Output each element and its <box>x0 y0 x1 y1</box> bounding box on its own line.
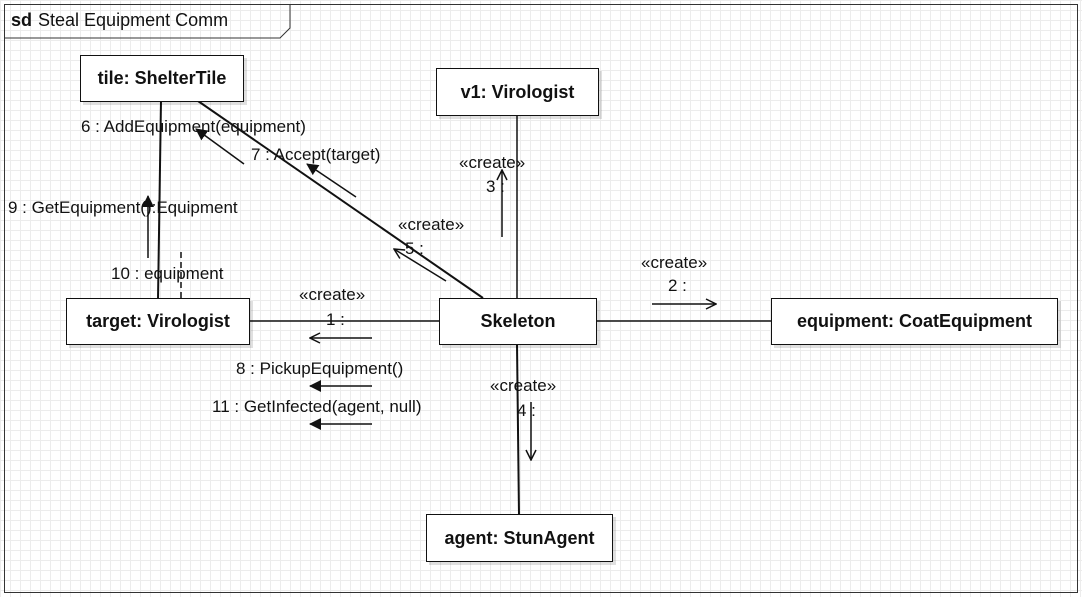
object-target-virologist[interactable]: target: Virologist <box>66 298 250 345</box>
object-v1-virologist[interactable]: v1: Virologist <box>436 68 599 116</box>
message-8-label: 8 : PickupEquipment() <box>236 359 404 378</box>
message-10-label: 10 : equipment <box>111 264 224 283</box>
arrow-5 <box>394 249 447 282</box>
message-3-label: 3 : <box>486 177 505 196</box>
message-2-stereotype: «create» <box>641 253 708 272</box>
object-agent-stunagent[interactable]: agent: StunAgent <box>426 514 613 562</box>
object-equipment-coatequipment[interactable]: equipment: CoatEquipment <box>771 298 1058 345</box>
frame-tab <box>4 4 291 39</box>
message-5-stereotype: «create» <box>398 215 465 234</box>
message-4-label: 4 : <box>517 401 536 420</box>
message-5-label: 5 : <box>405 239 424 258</box>
object-tile-sheltertile[interactable]: tile: ShelterTile <box>80 55 244 102</box>
link-skeleton-agent <box>516 343 520 516</box>
link-tile-target <box>157 99 162 301</box>
message-11-label: 11 : GetInfected(agent, null) <box>212 397 422 416</box>
link-tile-skeleton <box>197 100 484 299</box>
arrow-6 <box>195 128 245 165</box>
diagram-frame <box>4 4 1078 593</box>
message-7-label: 7 : Accept(target) <box>251 145 381 164</box>
message-1-stereotype: «create» <box>299 285 366 304</box>
object-skeleton[interactable]: Skeleton <box>439 298 597 345</box>
frame-keyword: sd <box>11 10 33 30</box>
message-6-label: 6 : AddEquipment(equipment) <box>81 117 306 136</box>
frame-title: Steal Equipment Comm <box>38 10 229 30</box>
message-4-stereotype: «create» <box>490 376 557 395</box>
arrow-7 <box>306 163 357 198</box>
message-9-label: 9 : GetEquipment():Equipment <box>8 198 238 217</box>
message-1-label: 1 : <box>326 310 345 329</box>
message-3-stereotype: «create» <box>459 153 526 172</box>
message-2-label: 2 : <box>668 276 687 295</box>
